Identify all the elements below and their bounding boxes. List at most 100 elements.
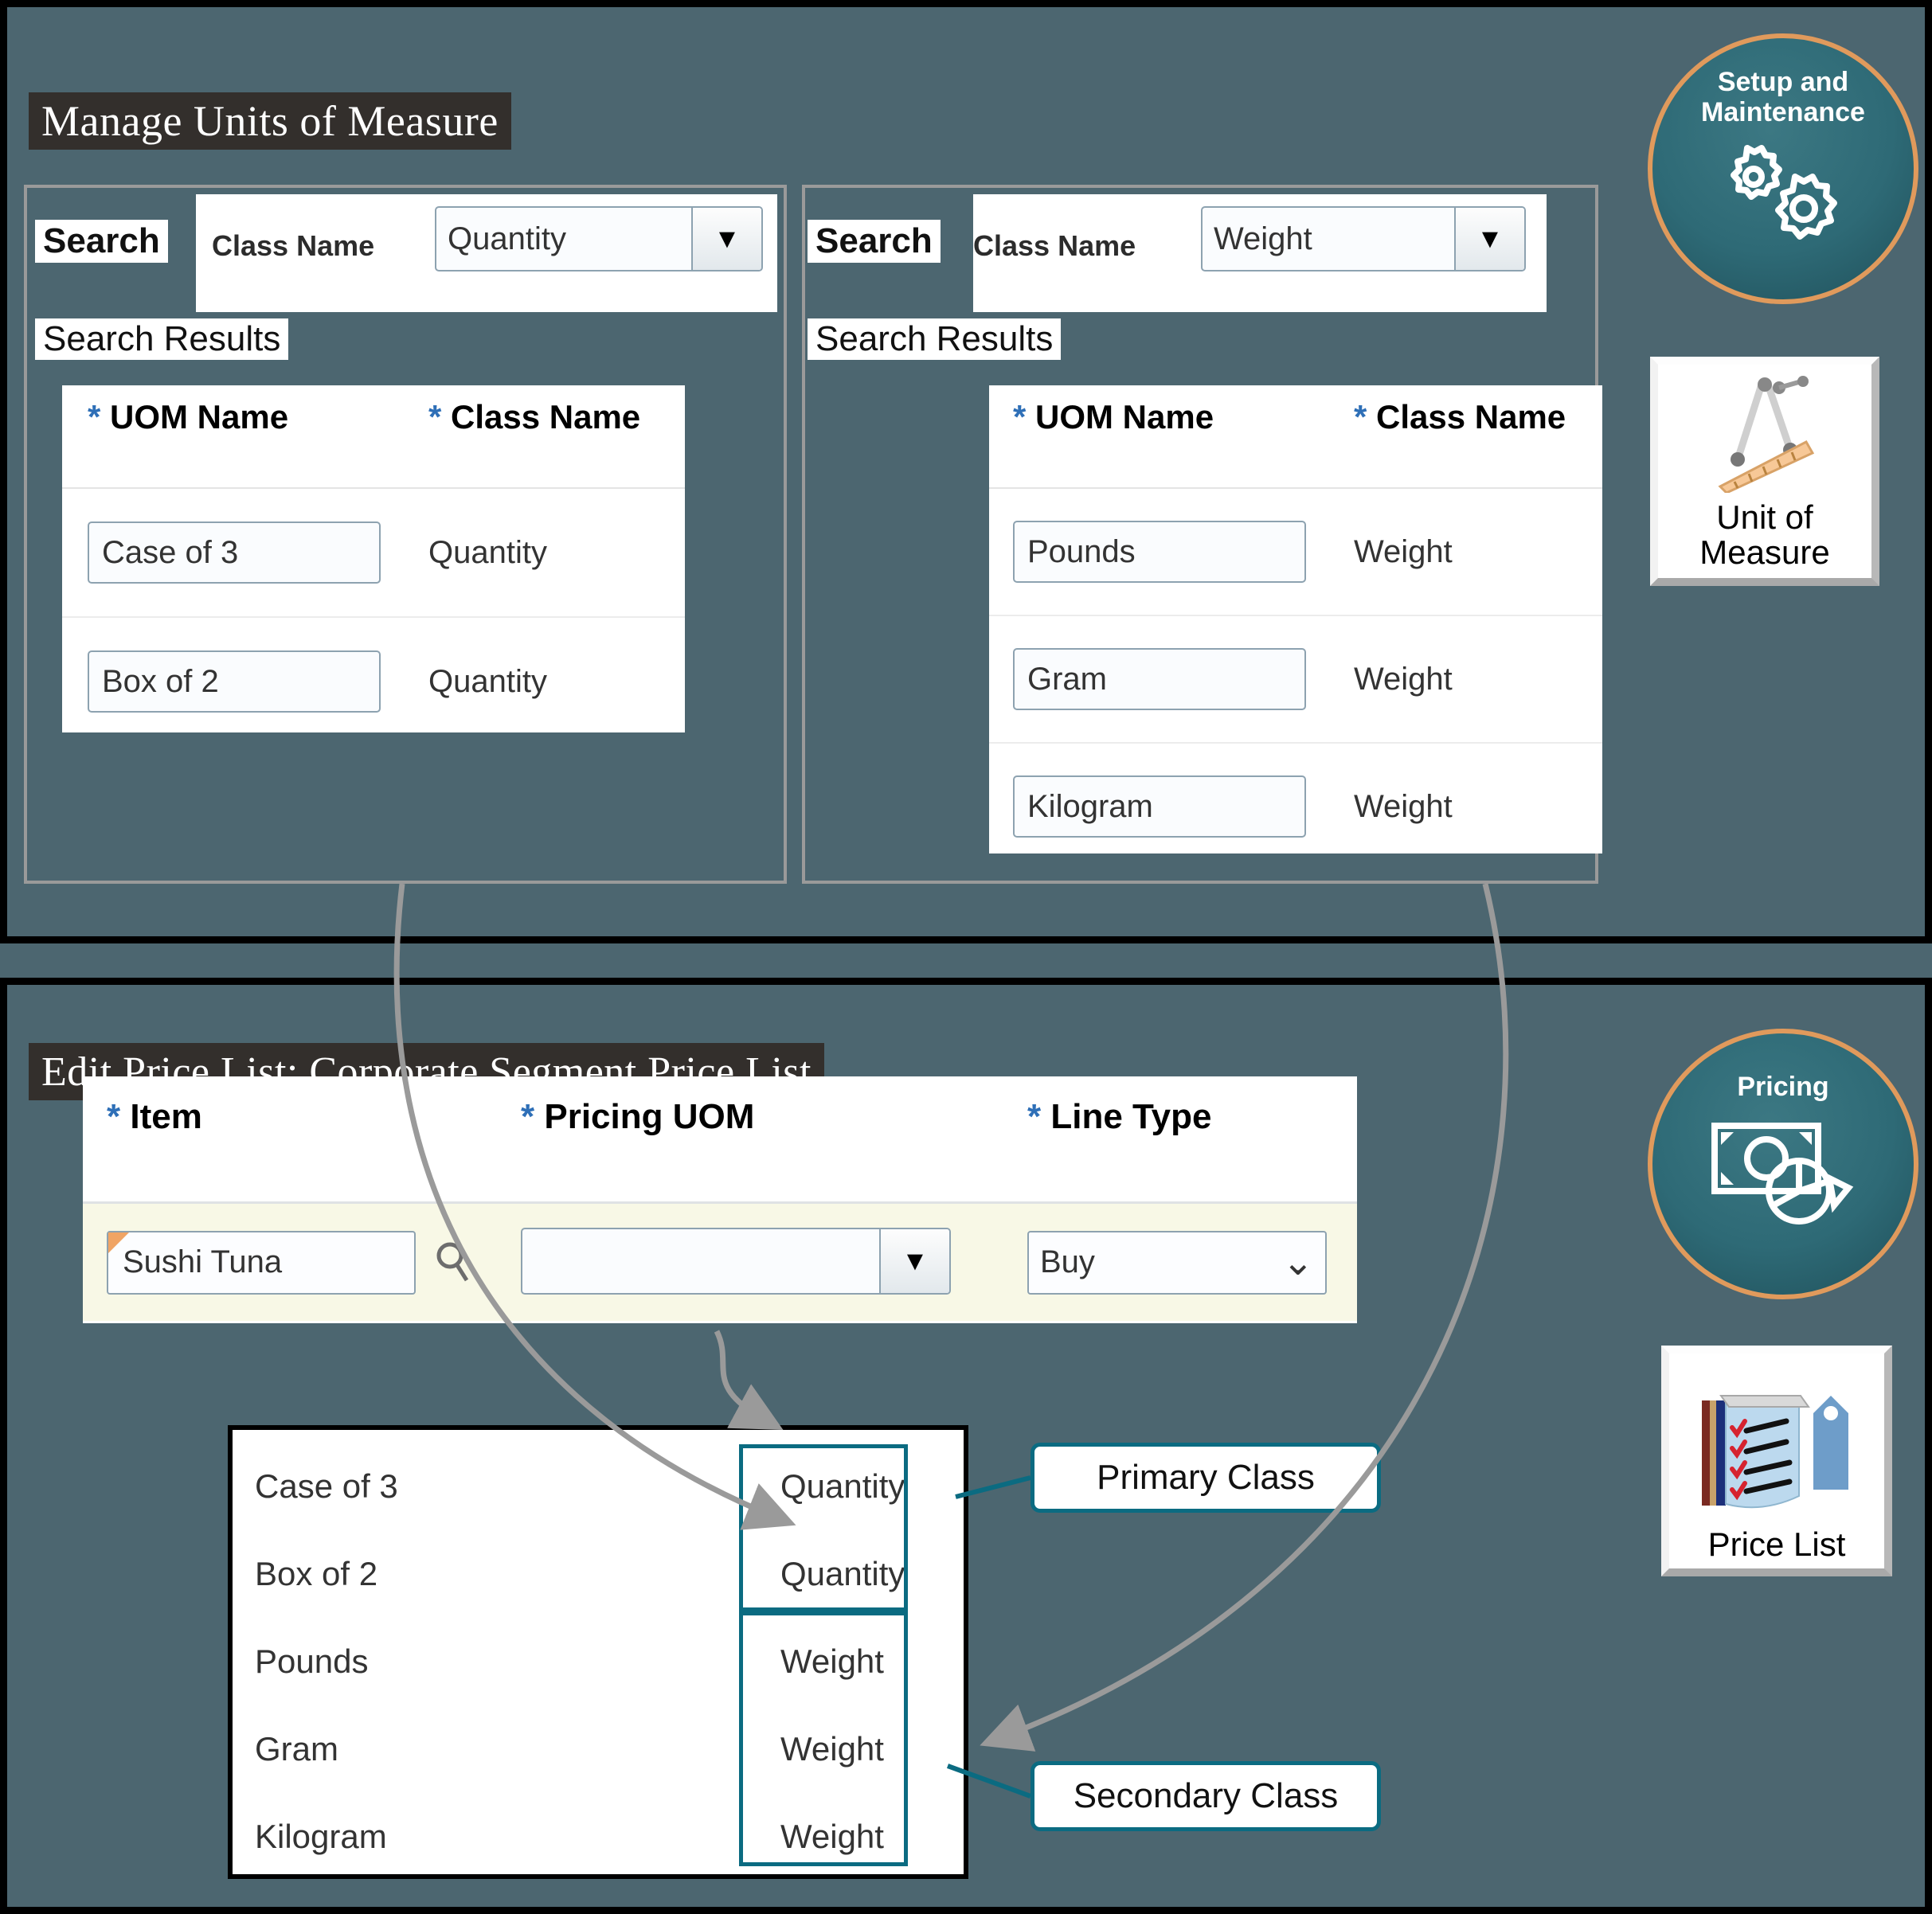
chevron-down-icon[interactable]: ▼ bbox=[691, 208, 761, 270]
search-results-label-quantity: Search Results bbox=[35, 318, 289, 360]
chevron-down-icon[interactable]: ⌄ bbox=[1281, 1240, 1314, 1283]
item-field-value: Sushi Tuna bbox=[123, 1244, 283, 1279]
class-name-value: Quantity bbox=[428, 663, 547, 699]
column-header-class-name: * Class Name bbox=[1354, 398, 1566, 436]
list-item[interactable]: Box of 2 Quantity bbox=[233, 1530, 964, 1618]
uom-name-field[interactable]: Case of 3 bbox=[88, 521, 381, 584]
class-name-lov-value-quantity: Quantity bbox=[448, 221, 566, 256]
primary-class-highlight-box bbox=[739, 1444, 908, 1611]
line-type-select[interactable]: Buy ⌄ bbox=[1027, 1230, 1327, 1295]
clipboard-tag-icon bbox=[1689, 1386, 1864, 1525]
price-list-tile[interactable]: Price List bbox=[1661, 1346, 1892, 1576]
column-header-class-name-text: Class Name bbox=[451, 398, 641, 436]
setup-and-maintenance-badge[interactable]: Setup and Maintenance bbox=[1648, 33, 1918, 304]
uom-name-field[interactable]: Pounds bbox=[1013, 521, 1306, 583]
required-asterisk: * bbox=[1013, 398, 1027, 436]
list-item-uom-name: Pounds bbox=[255, 1643, 369, 1680]
list-item-class-name: Weight bbox=[780, 1730, 884, 1768]
unit-of-measure-tile[interactable]: Unit of Measure bbox=[1650, 357, 1879, 586]
price-list-header-row: * Item * Pricing UOM * Line Type bbox=[83, 1076, 1357, 1204]
uom-name-field[interactable]: Kilogram bbox=[1013, 775, 1306, 838]
class-name-value: Weight bbox=[1354, 661, 1453, 697]
callout-primary-class: Primary Class bbox=[1031, 1443, 1381, 1513]
caliper-ruler-icon bbox=[1685, 373, 1844, 497]
search-label-weight: Search bbox=[808, 220, 941, 263]
class-name-lov-value-weight: Weight bbox=[1214, 221, 1312, 256]
column-header-pricing-uom-text: Pricing UOM bbox=[544, 1097, 755, 1136]
list-item[interactable]: Gram Weight bbox=[233, 1705, 964, 1793]
results-table-quantity: * UOM Name * Class Name Case of 3 Quanti… bbox=[62, 385, 685, 732]
column-header-class-name-text: Class Name bbox=[1376, 398, 1566, 436]
class-name-value: Weight bbox=[1354, 533, 1453, 569]
column-header-line-type: * Line Type bbox=[1027, 1097, 1211, 1201]
class-name-lov-quantity[interactable]: Quantity ▼ bbox=[435, 206, 763, 271]
table-row[interactable]: Pounds Weight bbox=[989, 489, 1602, 616]
list-item-uom-name: Gram bbox=[255, 1730, 338, 1768]
callout-secondary-class: Secondary Class bbox=[1031, 1761, 1381, 1831]
list-item[interactable]: Case of 3 Quantity bbox=[233, 1443, 964, 1530]
column-header-pricing-uom: * Pricing UOM bbox=[521, 1097, 1027, 1201]
list-item-class-name: Quantity bbox=[780, 1467, 905, 1505]
search-label-quantity: Search bbox=[35, 220, 168, 263]
required-corner-marker bbox=[108, 1232, 129, 1253]
results-table-header-quantity: * UOM Name * Class Name bbox=[62, 385, 685, 489]
pricing-uom-dropdown-list[interactable]: Case of 3 Quantity Box of 2 Quantity Pou… bbox=[228, 1425, 968, 1879]
pricing-uom-value bbox=[522, 1229, 545, 1293]
required-asterisk: * bbox=[428, 398, 442, 436]
search-icon[interactable] bbox=[433, 1239, 473, 1287]
required-asterisk: * bbox=[107, 1097, 121, 1136]
class-name-lov-weight[interactable]: Weight ▼ bbox=[1201, 206, 1526, 271]
results-table-weight: * UOM Name * Class Name Pounds Weight Gr… bbox=[989, 385, 1602, 853]
list-item[interactable]: Pounds Weight bbox=[233, 1618, 964, 1705]
list-item-class-name: Quantity bbox=[780, 1555, 905, 1592]
secondary-class-highlight-box bbox=[739, 1611, 908, 1866]
line-type-value: Buy bbox=[1040, 1244, 1095, 1279]
table-row[interactable]: Box of 2 Quantity bbox=[62, 618, 685, 745]
uom-name-field[interactable]: Gram bbox=[1013, 648, 1306, 710]
setup-badge-label-line1: Setup and bbox=[1717, 67, 1849, 97]
list-item-uom-name: Case of 3 bbox=[255, 1467, 398, 1505]
money-piechart-icon bbox=[1703, 1110, 1863, 1241]
search-results-label-weight: Search Results bbox=[808, 318, 1062, 360]
class-name-value: Weight bbox=[1354, 788, 1453, 824]
required-asterisk: * bbox=[88, 398, 101, 436]
column-header-line-type-text: Line Type bbox=[1050, 1097, 1212, 1136]
required-asterisk: * bbox=[1354, 398, 1367, 436]
list-item-uom-name: Kilogram bbox=[255, 1818, 387, 1855]
required-asterisk: * bbox=[521, 1097, 535, 1136]
table-row[interactable]: Case of 3 Quantity bbox=[62, 489, 685, 618]
list-item-class-name: Weight bbox=[780, 1643, 884, 1680]
class-name-value: Quantity bbox=[428, 534, 547, 570]
results-table-header-weight: * UOM Name * Class Name bbox=[989, 385, 1602, 489]
list-item[interactable]: Kilogram Weight bbox=[233, 1793, 964, 1881]
column-header-uom-name: * UOM Name bbox=[62, 398, 428, 436]
chevron-down-icon[interactable]: ▼ bbox=[1454, 208, 1524, 270]
price-list-tile-label: Price List bbox=[1707, 1525, 1846, 1563]
chevron-down-icon[interactable]: ▼ bbox=[879, 1229, 949, 1293]
list-item-class-name: Weight bbox=[780, 1818, 884, 1855]
column-header-uom-name-text: UOM Name bbox=[1035, 398, 1214, 436]
required-asterisk: * bbox=[1027, 1097, 1042, 1136]
item-field[interactable]: Sushi Tuna bbox=[107, 1230, 416, 1295]
uom-tile-label-line1: Unit of bbox=[1716, 498, 1813, 536]
gears-icon bbox=[1707, 131, 1859, 254]
table-row[interactable]: Kilogram Weight bbox=[989, 744, 1602, 869]
list-item-uom-name: Box of 2 bbox=[255, 1555, 378, 1592]
class-name-label-weight: Class Name bbox=[973, 229, 1136, 262]
pricing-badge-label: Pricing bbox=[1737, 1072, 1829, 1102]
column-header-uom-name: * UOM Name bbox=[989, 398, 1354, 436]
uom-name-field[interactable]: Box of 2 bbox=[88, 650, 381, 713]
column-header-item-text: Item bbox=[130, 1097, 202, 1136]
column-header-class-name: * Class Name bbox=[428, 398, 640, 436]
column-header-uom-name-text: UOM Name bbox=[110, 398, 289, 436]
pricing-uom-lov[interactable]: ▼ bbox=[521, 1228, 951, 1295]
price-list-data-row[interactable]: Sushi Tuna ▼ Buy ⌄ bbox=[83, 1204, 1357, 1321]
setup-badge-label-line2: Maintenance bbox=[1701, 97, 1865, 128]
table-row[interactable]: Gram Weight bbox=[989, 616, 1602, 744]
uom-tile-label-line2: Measure bbox=[1699, 533, 1830, 571]
price-list-form: * Item * Pricing UOM * Line Type Sushi T… bbox=[83, 1076, 1357, 1323]
pricing-badge[interactable]: Pricing bbox=[1648, 1029, 1918, 1299]
class-name-label-quantity: Class Name bbox=[212, 229, 375, 262]
column-header-item: * Item bbox=[83, 1097, 521, 1201]
